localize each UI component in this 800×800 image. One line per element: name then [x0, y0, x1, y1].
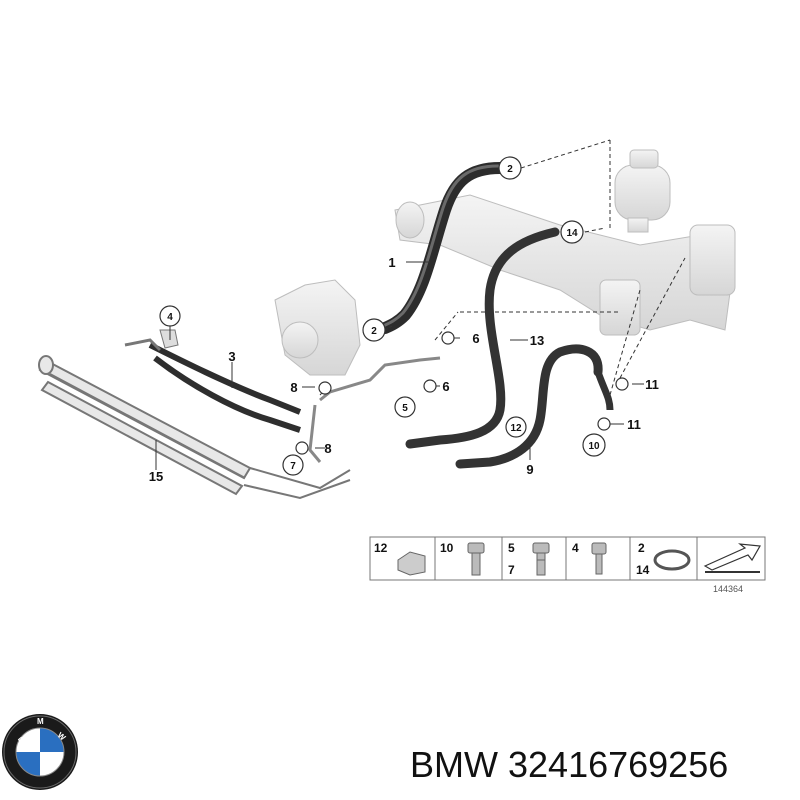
callout-6-top: 6	[472, 331, 479, 346]
direction-arrow-icon	[703, 543, 761, 571]
callout-14: 14	[566, 228, 578, 239]
reservoir-ghost	[614, 149, 671, 233]
svg-text:M: M	[37, 717, 44, 726]
hose-3	[148, 342, 302, 415]
callout-6-bottom: 6	[442, 379, 449, 394]
callout-8-bottom: 8	[324, 441, 331, 456]
hose-9	[455, 344, 603, 469]
callout-7: 7	[290, 461, 296, 472]
hose-13	[405, 227, 560, 449]
banjo-bolt-10-icon	[467, 542, 485, 576]
bracket-4	[159, 329, 179, 349]
brand-name: BMW	[410, 744, 498, 785]
hose-1	[379, 162, 506, 334]
callout-4: 4	[167, 312, 173, 323]
steering-rack-ghost	[394, 194, 736, 336]
svg-text:W: W	[56, 731, 68, 743]
bolt-4-icon	[591, 542, 607, 575]
legend-label-10: 10	[440, 541, 454, 555]
part-number: 32416769256	[508, 744, 729, 785]
svg-text:B: B	[17, 735, 27, 746]
diagram-code: 144364	[713, 584, 743, 594]
legend-strip: 12 10 5 7 4 2 14 144364	[369, 536, 766, 594]
legend-label-12: 12	[374, 541, 388, 555]
legend-label-5: 5	[508, 541, 515, 555]
callout-10: 10	[588, 441, 600, 452]
callout-2-pump: 2	[371, 326, 377, 337]
legend-label-7: 7	[508, 563, 515, 577]
oil-cooler-15	[38, 355, 351, 500]
clip-12-icon	[397, 551, 426, 576]
callout-12: 12	[510, 423, 522, 434]
legend-label-2: 2	[638, 541, 645, 555]
legend-label-14: 14	[636, 563, 650, 577]
part-caption: BMW 32416769256	[410, 735, 795, 795]
callout-circles	[159, 156, 629, 476]
callout-11-bottom: 11	[627, 417, 641, 432]
callout-8-top: 8	[290, 380, 297, 395]
callout-3: 3	[228, 349, 235, 364]
callout-2-top: 2	[507, 164, 513, 175]
callout-1: 1	[388, 255, 395, 270]
legend-label-4: 4	[572, 541, 579, 555]
callout-9: 9	[526, 462, 533, 477]
clamp-2-14-icon	[653, 549, 691, 571]
callout-5: 5	[402, 403, 408, 414]
leader-lines	[155, 139, 686, 470]
bmw-logo: B M W	[2, 714, 78, 790]
callout-11-top: 11	[645, 377, 659, 392]
pump-ghost	[274, 279, 361, 376]
callout-13: 13	[530, 333, 544, 348]
callout-15: 15	[149, 469, 163, 484]
seal-5-7-icon	[532, 542, 550, 576]
